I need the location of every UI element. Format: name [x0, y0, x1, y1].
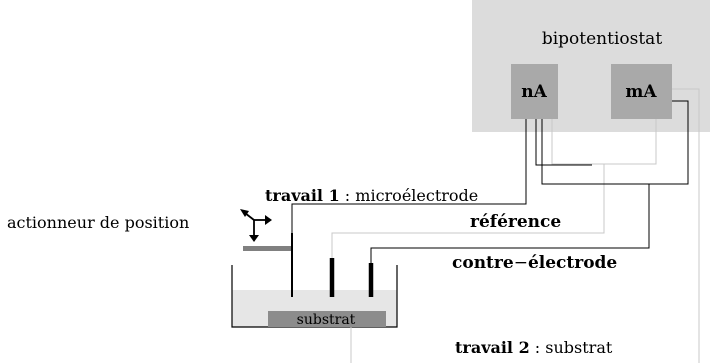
label-work2: travail 2 : substrat — [455, 340, 612, 356]
label-work2-desc: : substrat — [529, 338, 613, 357]
label-counter: contre−électrode — [452, 255, 617, 272]
label-counter-a: contre — [452, 253, 514, 273]
mA-channel-box — [611, 64, 672, 119]
nA-channel-box — [511, 64, 558, 119]
wire-work1-upper — [535, 119, 592, 166]
bipotentiostat-box — [472, 0, 710, 132]
label-reference: référence — [470, 212, 562, 232]
wire-work1 — [291, 119, 527, 233]
substrate-label: substrat — [297, 312, 356, 328]
wire-counter-loop — [541, 100, 689, 185]
position-actuator — [240, 209, 291, 251]
label-work1: travail 1 : microélectrode — [265, 188, 478, 204]
wire-counter — [370, 184, 650, 263]
label-counter-dash: − — [513, 253, 528, 273]
label-actuator: actionneur de position — [7, 213, 190, 232]
label-work1-desc: : microélectrode — [339, 186, 479, 205]
actuator-arm — [243, 246, 291, 251]
wire-work2 — [672, 88, 700, 363]
label-counter-b: électrode — [527, 253, 618, 273]
wire-reference — [331, 164, 605, 258]
label-work1-title: travail 1 — [265, 186, 340, 205]
mA-channel-label: mA — [625, 82, 657, 102]
bipotentiostat-label: bipotentiostat — [542, 29, 662, 49]
electrochemical-cell: substrat — [231, 265, 398, 328]
bipotentiostat: bipotentiostat nA mA — [472, 0, 710, 132]
substrate-electrode — [268, 311, 386, 327]
label-work2-title: travail 2 — [455, 338, 530, 357]
actuator-arrows-icon — [240, 209, 272, 242]
nA-channel-label: nA — [521, 82, 547, 102]
